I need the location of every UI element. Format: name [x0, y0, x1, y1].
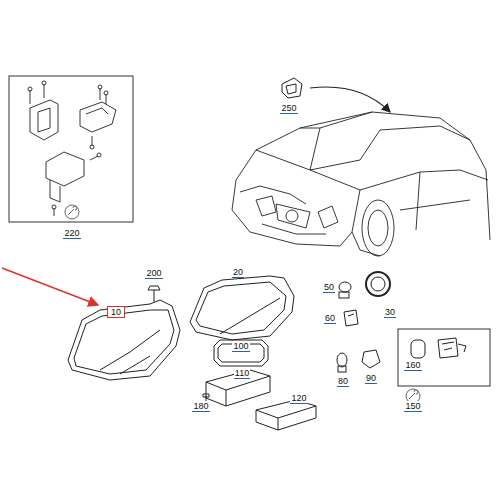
callout-number: 20 — [232, 267, 244, 278]
callout-number: 90 — [365, 373, 377, 384]
callout-number: 60 — [324, 313, 336, 324]
callout-number: 50 — [323, 282, 335, 293]
callout-number: 150 — [404, 401, 421, 412]
callout-number: 80 — [337, 376, 349, 387]
callout-number: 250 — [280, 103, 297, 114]
callout-number: 160 — [404, 360, 421, 371]
callout-number: 30 — [384, 307, 396, 318]
callout-number: 200 — [145, 268, 162, 279]
callout-number: 100 — [232, 341, 249, 352]
callout-number: 120 — [290, 393, 307, 404]
callout-number: 10 — [107, 306, 125, 318]
callout-number: 180 — [192, 401, 209, 412]
callout-number: 220 — [63, 228, 80, 239]
callout-number: 110 — [234, 368, 250, 379]
